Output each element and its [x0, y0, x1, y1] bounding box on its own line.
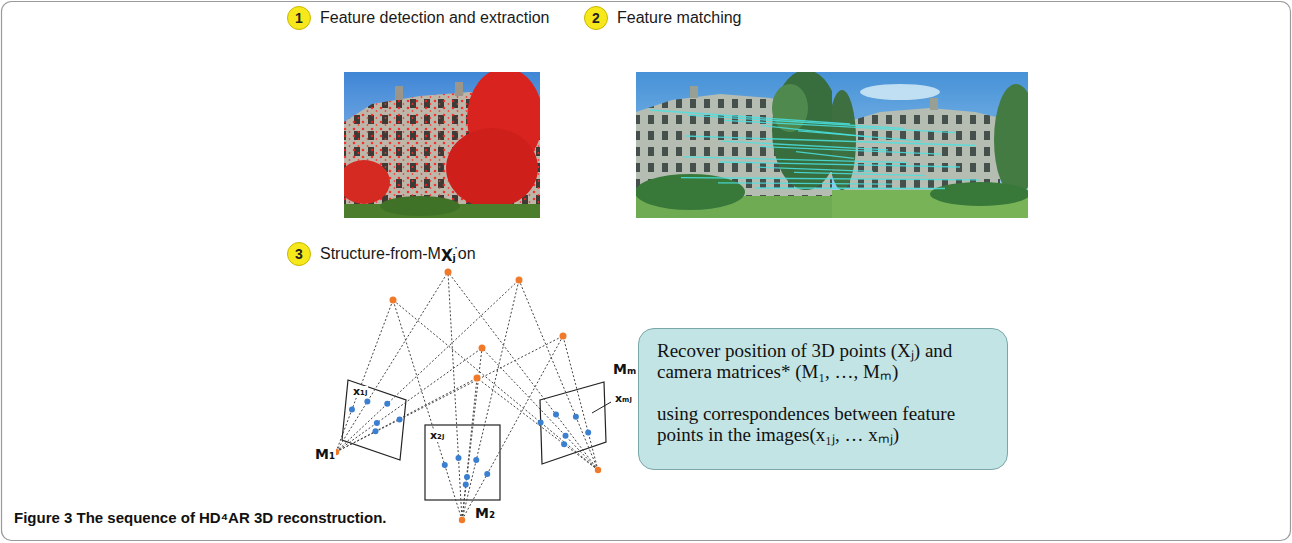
image-point: [463, 482, 469, 488]
image-point: [585, 429, 591, 435]
scene-point: [390, 297, 397, 304]
box-text: Recover position of 3D points (Xⱼ) and c…: [657, 341, 992, 382]
scene-point: [445, 269, 452, 276]
projection-ray: [519, 280, 598, 470]
projection-ray: [393, 300, 462, 520]
image-point: [484, 471, 490, 477]
projection-ray: [448, 272, 462, 520]
step-number: 1: [287, 6, 311, 30]
image-point-label: x₁ⱼ: [352, 386, 368, 398]
step-heading: Feature detection and extraction: [320, 9, 549, 27]
projection-ray: [462, 378, 477, 520]
projection-ray: [482, 348, 598, 470]
feature-photo: [344, 72, 540, 218]
projection-ray: [477, 378, 598, 470]
camera-label: Mₘ: [612, 362, 637, 377]
image-point: [384, 401, 390, 407]
image-point: [372, 428, 378, 434]
projection-ray: [462, 348, 482, 520]
image-point: [473, 457, 479, 463]
match-tint: [636, 72, 1028, 218]
projection-ray: [336, 272, 448, 452]
camera-planes: [342, 380, 606, 500]
image-point: [464, 474, 470, 480]
projection-ray: [393, 300, 598, 470]
camera-center: [459, 517, 465, 523]
step-number: 3: [287, 242, 311, 266]
projection-ray: [448, 272, 598, 470]
image-point: [538, 419, 544, 425]
image-point: [561, 441, 567, 447]
projection-ray: [336, 300, 393, 452]
scene-point: [560, 333, 567, 340]
image-point-label: xₘⱼ: [614, 393, 633, 405]
step-marker: 2 Feature matching: [584, 6, 742, 30]
step-heading: Feature matching: [617, 9, 742, 27]
info-box: Recover position of 3D points (Xⱼ) and c…: [638, 328, 1008, 470]
image-point: [397, 417, 403, 423]
image-plane: [540, 382, 606, 464]
image-point: [442, 462, 448, 468]
image-point: [374, 420, 380, 426]
projection-rays: [333, 269, 601, 524]
match-lines: [636, 72, 1028, 218]
projection-ray: [336, 336, 563, 452]
projection-ray: [462, 280, 519, 520]
image-point: [364, 399, 370, 405]
step-number: 2: [584, 6, 608, 30]
image-point: [563, 433, 569, 439]
point-label: Xⱼ: [440, 249, 457, 265]
step-marker: 1 Feature detection and extraction: [287, 6, 549, 30]
image-point: [456, 455, 462, 461]
projection-ray: [563, 336, 598, 470]
leader-line: [592, 402, 611, 413]
scene-point: [479, 345, 486, 352]
camera-label: M₁: [314, 447, 336, 462]
scene-point: [516, 277, 523, 284]
projection-ray: [336, 280, 519, 452]
image-point: [553, 412, 559, 418]
box-text: using correspondences between feature po…: [657, 404, 995, 445]
scene-point: [474, 375, 481, 382]
image-point: [573, 414, 579, 420]
image-point-label: x₂ⱼ: [429, 430, 445, 442]
image-plane: [425, 425, 500, 500]
camera-center: [595, 467, 601, 473]
figure-caption: Figure 3 The sequence of HD⁴AR 3D recons…: [14, 509, 386, 526]
image-point: [349, 406, 355, 412]
camera-label: M₂: [474, 506, 496, 521]
projection-ray: [336, 348, 482, 452]
